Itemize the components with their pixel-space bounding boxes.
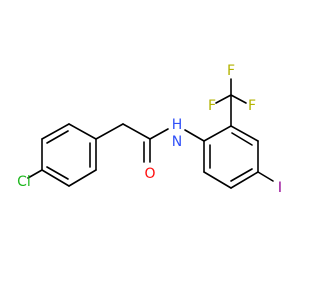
- iodine-label: I: [278, 180, 282, 196]
- bond: [122, 123, 151, 140]
- bond: [27, 169, 43, 179]
- fluorine-right-label: F: [248, 98, 256, 114]
- hydrogen-label: H: [172, 117, 183, 133]
- bond: [215, 94, 232, 104]
- nitrogen-label: N: [172, 134, 182, 150]
- bond: [184, 129, 205, 142]
- molecule-diagram: Cl O N H I F F F: [17, 63, 282, 196]
- bond: [149, 128, 169, 140]
- structure-canvas: Cl O N H I F F F: [17, 63, 282, 196]
- bond: [203, 125, 232, 142]
- bond: [46, 130, 69, 144]
- bond: [41, 123, 70, 140]
- bonds: [27, 78, 274, 189]
- bond: [230, 94, 247, 104]
- bond: [46, 166, 69, 180]
- bond: [231, 132, 253, 146]
- oxygen-label: O: [144, 166, 155, 182]
- atom-labels: Cl O N H I F F F: [17, 63, 282, 196]
- bond: [68, 123, 97, 140]
- bond: [41, 169, 70, 187]
- bond: [257, 171, 274, 182]
- bond: [230, 171, 259, 189]
- fluorine-top-label: F: [227, 63, 235, 79]
- fluorine-left-label: F: [208, 98, 216, 114]
- bond: [95, 123, 124, 140]
- bond: [203, 171, 232, 189]
- bond: [230, 125, 259, 142]
- bond: [230, 168, 253, 182]
- bond: [68, 169, 97, 187]
- chlorine-label: Cl: [17, 174, 31, 190]
